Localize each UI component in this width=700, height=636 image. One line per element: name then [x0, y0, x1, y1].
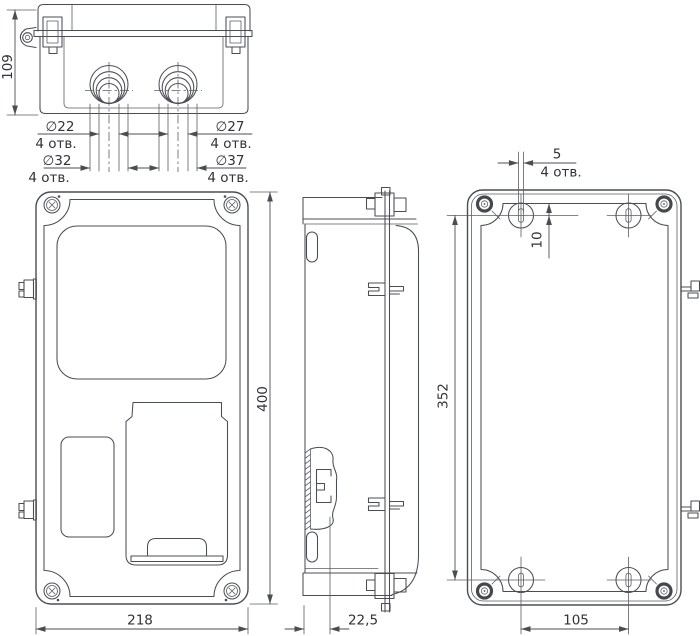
- side-top-flange: [302, 196, 417, 225]
- dim-400-label: 400: [255, 386, 271, 412]
- dim-d37-holes-label: 4 отв.: [207, 170, 248, 186]
- socket-cover: [125, 401, 229, 566]
- dim-10-label: 10: [530, 231, 546, 248]
- dim-22-5: 22,5: [284, 516, 378, 635]
- socket-handle-base: [130, 555, 224, 563]
- back-inner-outline: [471, 193, 678, 602]
- back-view: 5 4 отв. 10 352 105: [436, 147, 700, 635]
- hinge-block-right: [225, 16, 246, 55]
- dim-d22-label: ∅22: [46, 119, 75, 135]
- socket-handle: [146, 537, 208, 557]
- back-outer-outline: [466, 189, 682, 606]
- dim-109: 109: [0, 9, 39, 116]
- dim-5: 5 4 отв.: [497, 147, 582, 212]
- front-hinge-upper: [18, 278, 37, 300]
- dim-352-label: 352: [436, 383, 452, 409]
- gland-extension-lines: [89, 103, 198, 172]
- dim-d37-label: ∅37: [216, 153, 245, 169]
- dim-5-label: 5: [553, 147, 562, 163]
- dim-d32-label: ∅32: [43, 153, 72, 169]
- hinge-pin-cap-bottom: [380, 602, 391, 612]
- mount-lug-eye-inner: [24, 34, 31, 41]
- dim-105-label: 105: [563, 613, 589, 629]
- corner-screw-dark: [655, 195, 673, 213]
- corner-screw: [223, 196, 241, 214]
- dim-218: 218: [35, 607, 249, 635]
- side-hinge-bracket-bottom: [365, 572, 407, 600]
- corner-screw: [223, 582, 241, 600]
- front-outer-outline: [35, 191, 249, 605]
- meter-window: [56, 225, 227, 380]
- dim-d22-holes-label: 4 отв.: [35, 136, 76, 152]
- corner-screw: [43, 196, 61, 214]
- din-rail-profile: [315, 468, 332, 504]
- dim-22-5-label: 22,5: [348, 613, 378, 629]
- lid-outline: [37, 3, 251, 32]
- side-bottom-flange: [302, 572, 418, 597]
- mount-lug-eye: [22, 32, 33, 43]
- dim-400: 400: [249, 191, 278, 605]
- corner-chamfer-ticks: [491, 210, 657, 585]
- back-tab-lower: [680, 500, 700, 519]
- keyhole-crosshairs: [446, 193, 652, 635]
- corner-screw-dark: [475, 195, 494, 213]
- body-outline: [39, 36, 249, 115]
- back-tab-upper: [680, 280, 700, 299]
- top-view: 109 ∅22 4 отв. ∅27 4 отв. ∅32 4 отв. ∅37…: [0, 3, 253, 186]
- dim-10: 10: [530, 203, 552, 259]
- dim-d32-holes-label: 4 отв.: [28, 170, 69, 186]
- front-view: 400 218: [18, 191, 278, 635]
- side-view: 22,5: [284, 186, 420, 635]
- hinge-pin-cap-top: [380, 186, 391, 196]
- small-window: [60, 436, 115, 538]
- dim-row-outer-diameters: ∅32 4 отв. ∅37 4 отв.: [28, 153, 248, 186]
- dim-109-label: 109: [0, 54, 16, 80]
- front-hinge-lower: [18, 499, 37, 521]
- hatch-lines: [304, 448, 311, 531]
- side-hinge-bracket-top: [365, 192, 407, 217]
- dim-218-label: 218: [127, 613, 153, 629]
- latch-clamp-lower: [367, 497, 405, 512]
- dim-5-holes-label: 4 отв.: [540, 165, 581, 181]
- dim-352: 352: [436, 215, 458, 581]
- dim-row-inner-diameters: ∅22 4 отв. ∅27 4 отв.: [35, 119, 253, 152]
- hinge-block-left: [42, 16, 63, 55]
- gland-centerlines: [85, 62, 202, 172]
- hinge-pin-rod: [384, 190, 391, 613]
- side-slot-upper: [305, 231, 319, 263]
- din-rail-cutaway: [304, 446, 338, 531]
- dim-d27-holes-label: 4 отв.: [210, 136, 251, 152]
- latch-clamp-upper: [367, 282, 405, 297]
- hinge-pin-bar: [33, 29, 253, 38]
- corner-screw: [43, 582, 61, 600]
- cutaway-boundary: [309, 446, 338, 530]
- corner-screw-dark: [655, 582, 673, 600]
- corner-screw-dark: [475, 582, 494, 600]
- body-inner-line: [63, 36, 224, 109]
- side-front-edge: [391, 224, 420, 596]
- corner-marks: [56, 195, 228, 602]
- mount-lug: [19, 26, 37, 49]
- front-inner-contour: [43, 198, 241, 598]
- dim-105: 105: [520, 613, 629, 632]
- lid-shoulder-lines: [71, 4, 217, 31]
- back-panel-contour: [480, 202, 669, 593]
- side-slot-lower: [305, 531, 319, 563]
- dim-d27-label: ∅27: [216, 119, 245, 135]
